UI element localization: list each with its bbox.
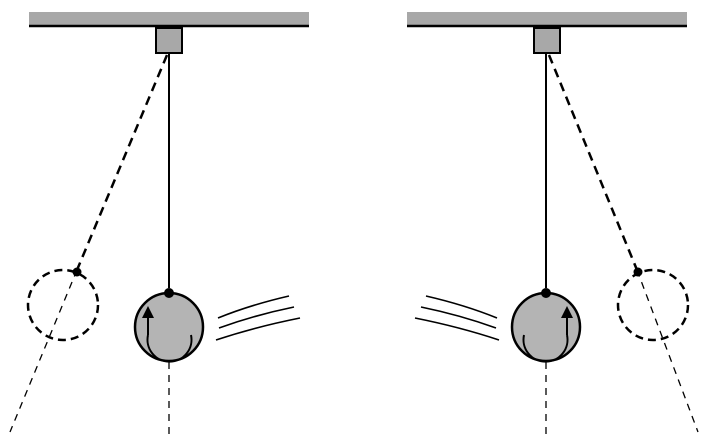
- right-rotation-arrowhead: [561, 306, 573, 318]
- left-displaced-extension: [9, 269, 78, 433]
- right-ceiling-bar: [407, 12, 687, 25]
- left-ceiling-bar: [29, 12, 309, 25]
- right-pendulum-panel: [407, 12, 699, 440]
- right-bob-attach-dot: [541, 288, 551, 298]
- left-bob: [133, 291, 205, 363]
- left-motion-lines: [215, 295, 301, 341]
- right-displaced-string: [547, 54, 639, 271]
- right-bob: [510, 291, 582, 363]
- left-displaced-bob: [26, 268, 100, 342]
- right-displaced-bob: [616, 268, 690, 342]
- left-rotation-arrowhead: [142, 306, 154, 318]
- left-pendulum-panel: [9, 12, 309, 440]
- right-displaced-extension: [636, 269, 699, 433]
- left-pivot-block: [155, 27, 183, 54]
- right-displaced-attach-dot: [633, 267, 643, 277]
- left-displaced-attach-dot: [72, 267, 82, 277]
- left-bob-attach-dot: [164, 288, 174, 298]
- left-displaced-string: [75, 54, 169, 271]
- right-pivot-block: [533, 27, 561, 54]
- right-motion-lines: [414, 295, 500, 341]
